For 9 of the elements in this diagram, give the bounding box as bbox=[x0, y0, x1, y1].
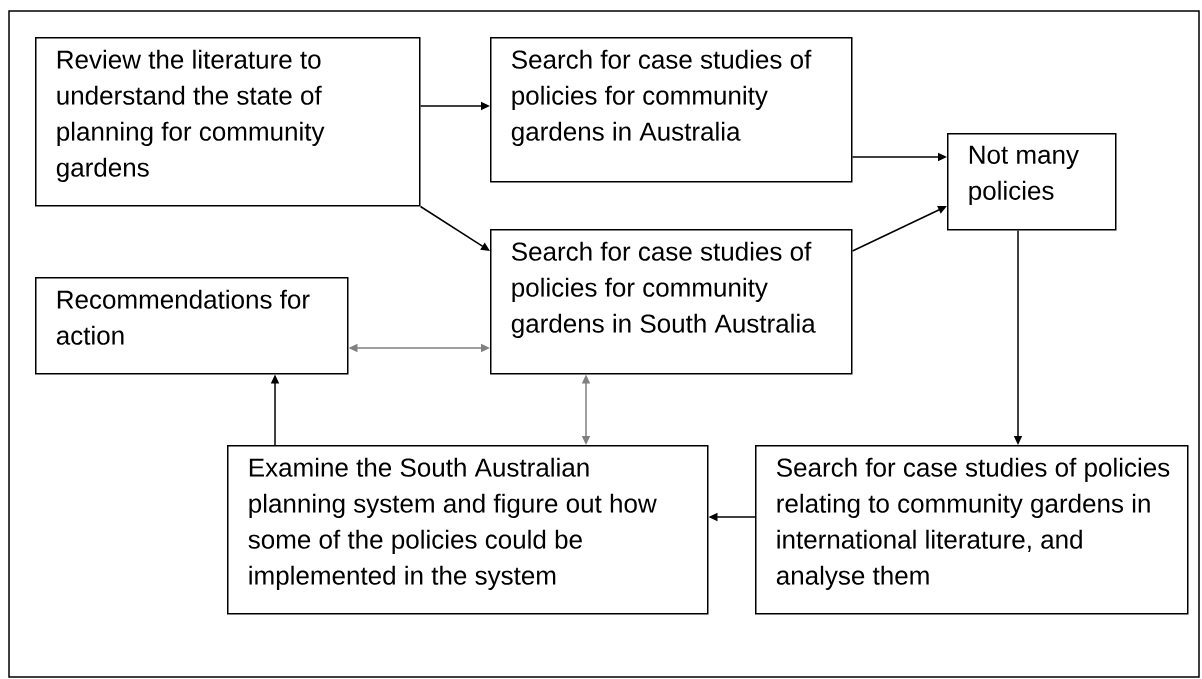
process-box: Not many policies bbox=[947, 133, 1117, 231]
process-box: Search for case studies of policies for community gardens in Australia bbox=[490, 37, 853, 183]
process-box: Search for case studies of policies relating to community gardens in international literature, and analyse them bbox=[755, 445, 1189, 615]
arrow bbox=[851, 206, 947, 252]
process-box: Recommendations for action bbox=[35, 277, 349, 375]
process-box: Examine the South Australian planning system and figure out how some of the policies could be implemented in the system bbox=[227, 445, 709, 615]
process-box: Review the literature to understand the state of planning for community gardens bbox=[35, 37, 421, 207]
arrow bbox=[419, 205, 490, 251]
process-box: Search for case studies of policies for community gardens in South Australia bbox=[490, 229, 853, 375]
